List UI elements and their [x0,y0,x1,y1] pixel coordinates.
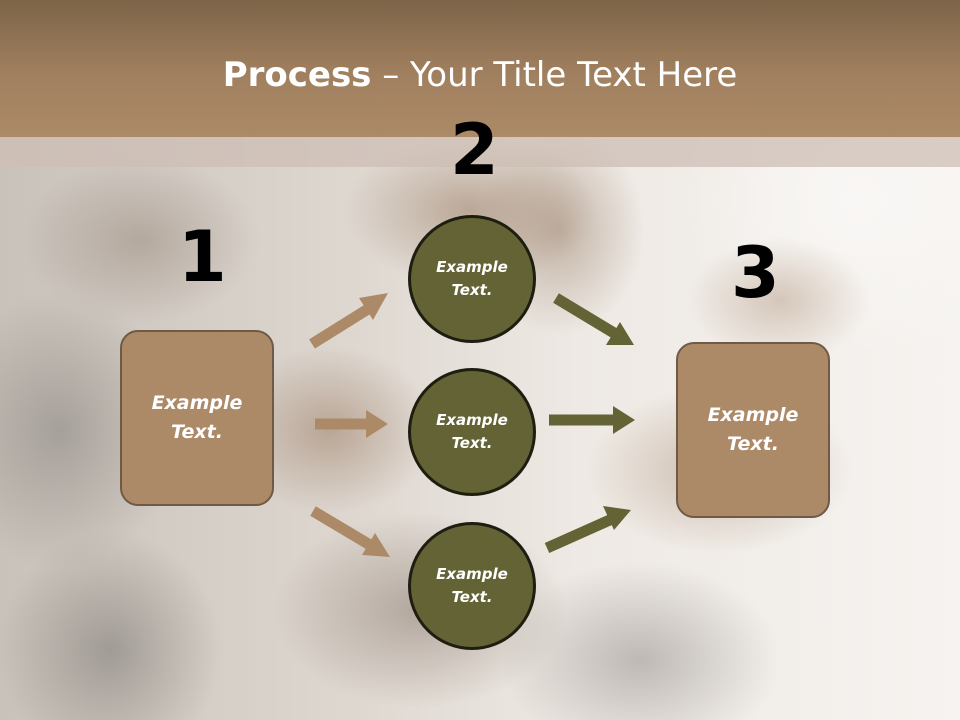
step-2-circle-bottom: Example Text. [408,522,536,650]
arrow-left-to-middle [315,410,388,438]
step-number-2: 2 [450,109,499,191]
step-1-box: Example Text. [120,330,274,506]
step-2-circle-top: Example Text. [408,215,536,343]
arrow-top-to-right [553,293,634,345]
arrow-bottom-to-right [544,506,631,554]
arrow-middle-to-right [549,406,635,434]
step-3-box: Example Text. [676,342,830,518]
slide-title: Process – Your Title Text Here [0,52,960,98]
step-number-1: 1 [178,216,227,298]
step-number-3: 3 [731,232,780,314]
step-2-circle-middle: Example Text. [408,368,536,496]
arrow-left-to-bottom [310,506,390,557]
title-rest: – Your Title Text Here [371,55,738,95]
header-strip [0,137,960,167]
arrow-left-to-top [309,293,388,349]
header-band [0,0,960,137]
title-bold: Process [222,55,372,95]
